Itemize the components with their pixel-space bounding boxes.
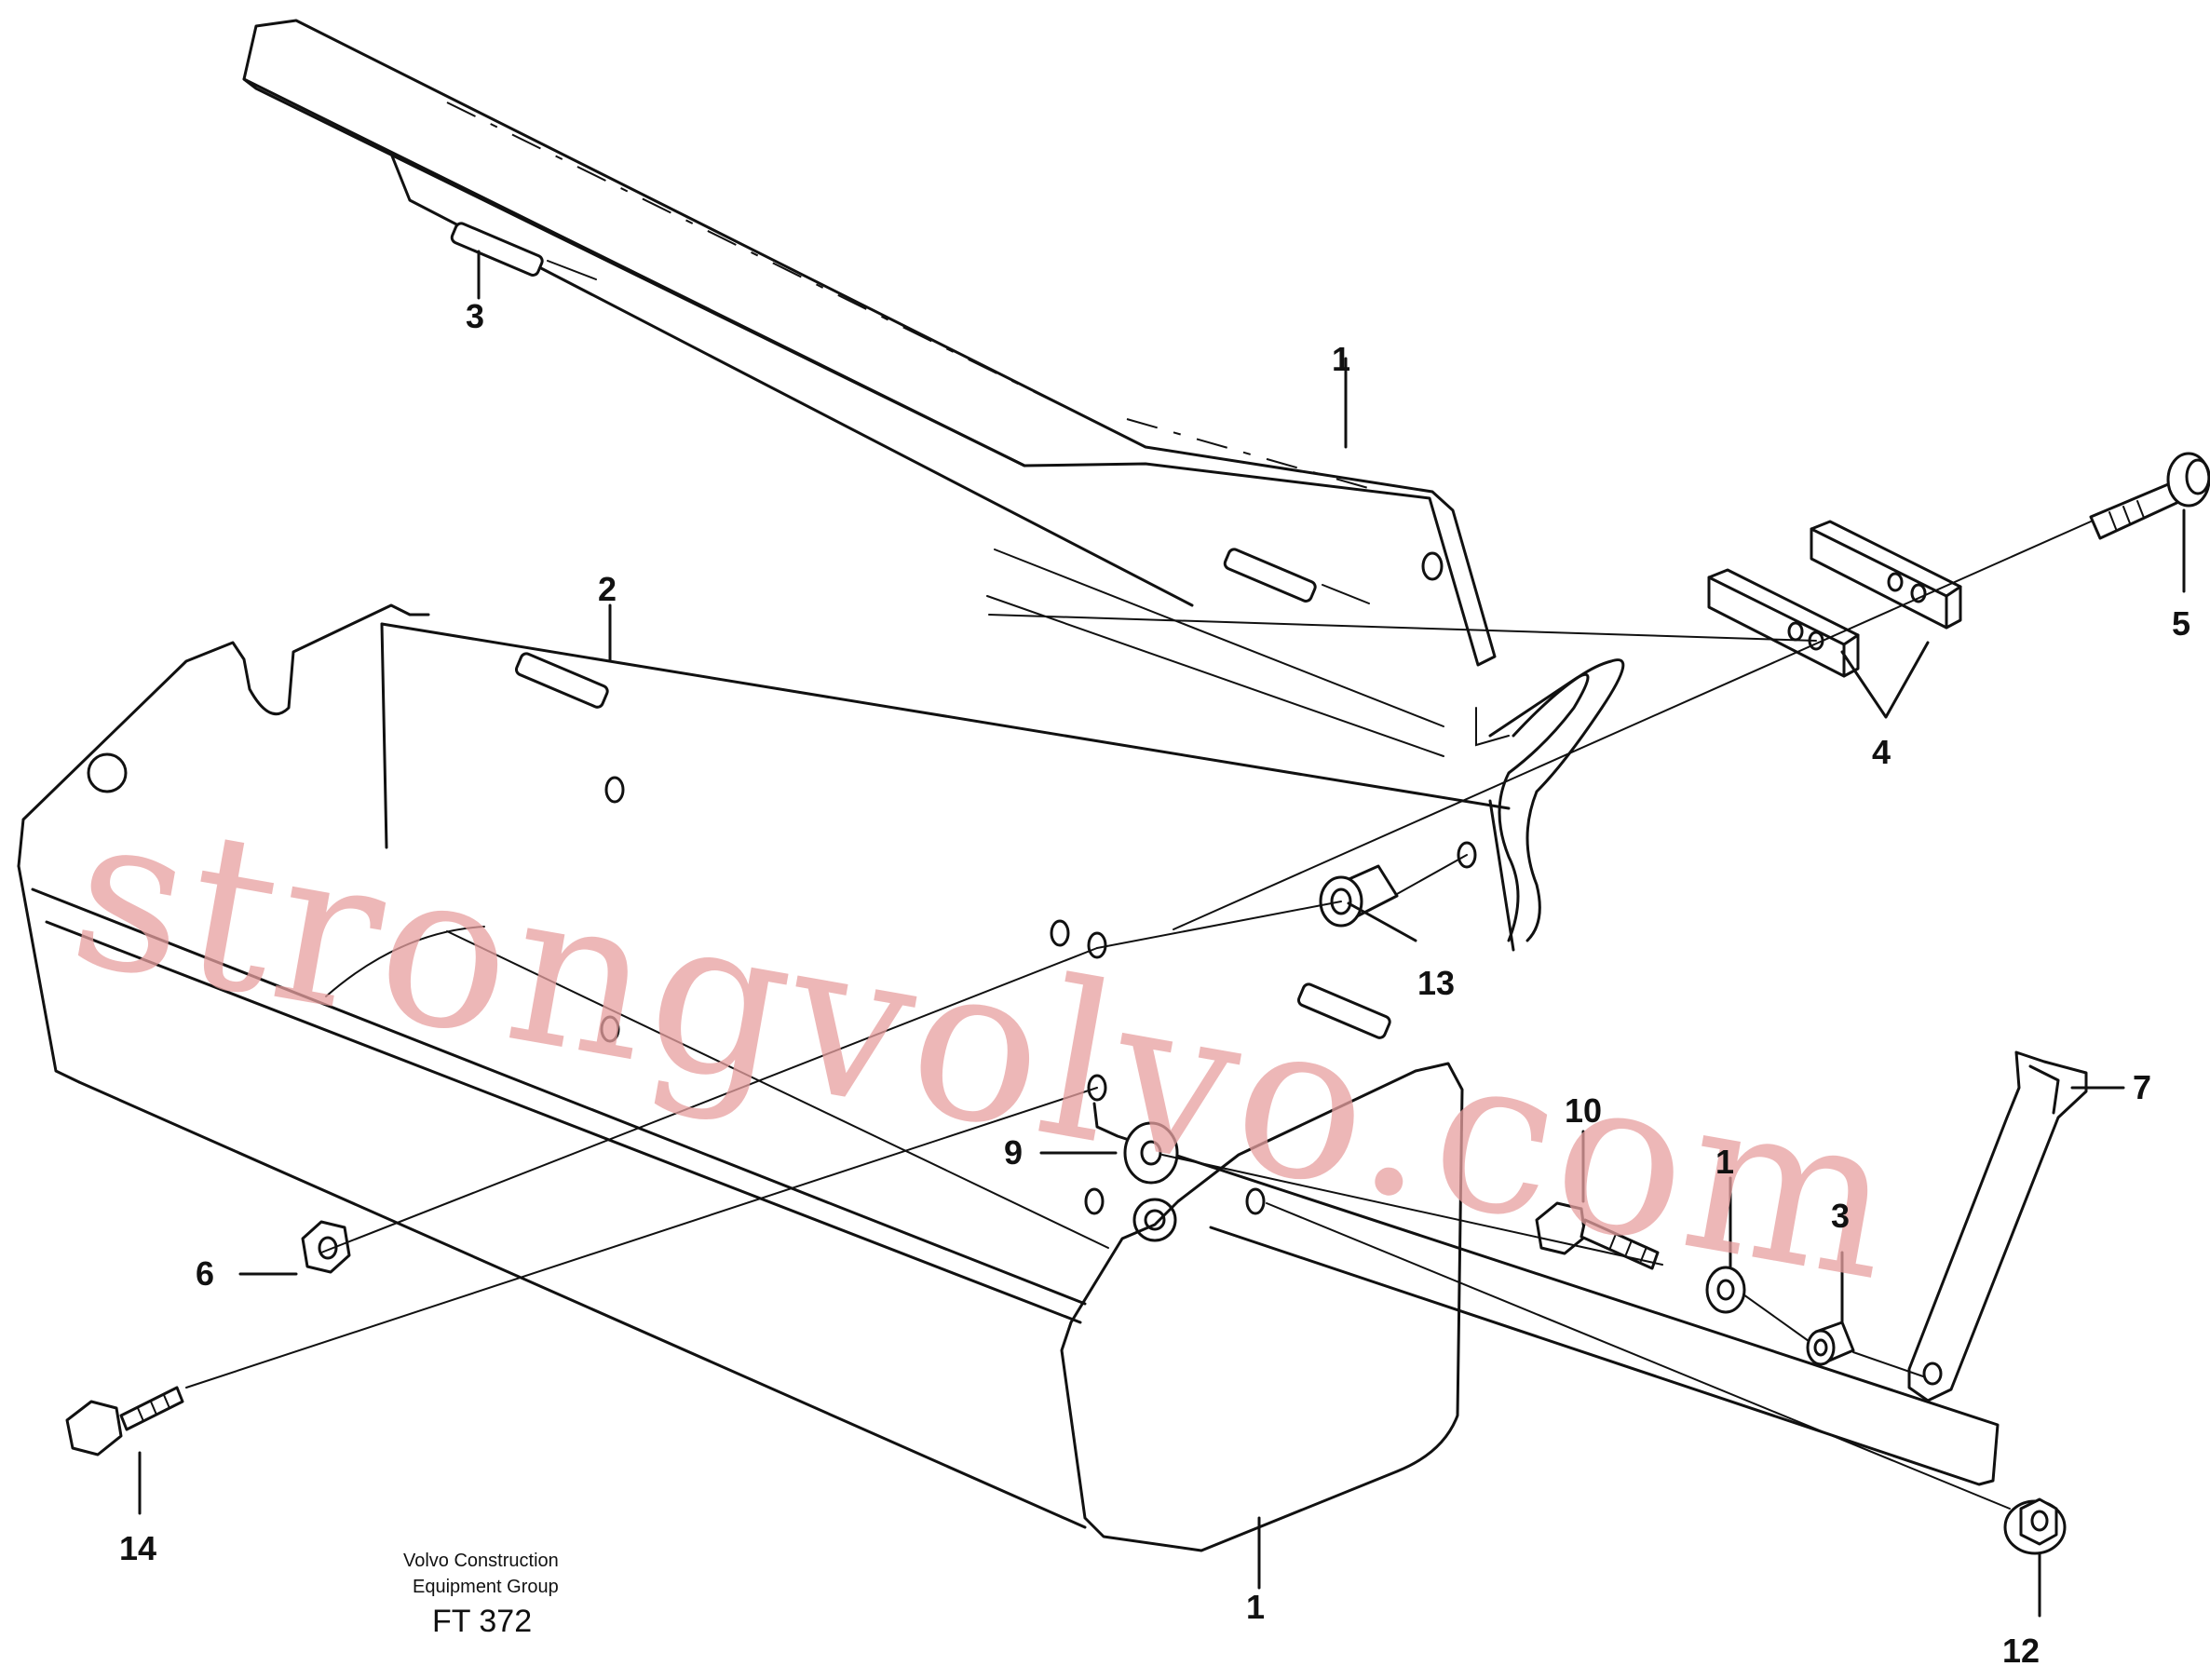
nut (301, 1220, 351, 1274)
callout-nut: 6 (196, 1254, 214, 1293)
callout-bushing: 3 (1831, 1197, 1850, 1235)
callout-lid: 1 (1332, 340, 1350, 378)
arm (1907, 1050, 2088, 1402)
leader-lines (138, 250, 2186, 1618)
bolt-left (65, 1386, 184, 1456)
lid-panel (242, 19, 1497, 667)
bolt-mid (1535, 1201, 1660, 1270)
callout-bracket: 4 (1872, 733, 1891, 771)
figure-code: FT 372 (432, 1604, 532, 1639)
bushing (1806, 1321, 1855, 1366)
credit-line1: Volvo Construction (403, 1551, 559, 1571)
callout-spacer: 13 (1417, 964, 1455, 1002)
callout-bolt-right: 5 (2172, 604, 2190, 643)
flange-nut (2003, 1497, 2067, 1555)
callout-washer: 9 (1004, 1133, 1023, 1172)
callout-bolt-left: 14 (119, 1529, 156, 1567)
callout-arm: 7 (2133, 1068, 2151, 1106)
spacer (1319, 864, 1399, 928)
tray-box (17, 603, 2000, 1552)
credit-block: Volvo Construction Equipment Group FT 37… (403, 1551, 559, 1639)
washer-right (1705, 1266, 1746, 1314)
bracket-pair (1707, 520, 1962, 678)
washer (1123, 1121, 1179, 1185)
callout-washer-right: 1 (1715, 1143, 1734, 1181)
credit-line2: Equipment Group (413, 1577, 559, 1597)
callout-flange-nut: 12 (2002, 1632, 2040, 1670)
callout-bolt-mid: 10 (1565, 1091, 1602, 1130)
callout-pin-top: 3 (466, 297, 484, 335)
break-lines (986, 549, 1625, 942)
bolt-right (2089, 452, 2210, 540)
callout-box: 1 (1246, 1588, 1265, 1626)
callout-labels: 1 1 2 3 3 1 4 5 6 7 9 10 12 13 14 (119, 297, 2190, 1670)
callout-hinge-top: 2 (598, 570, 617, 608)
assembly-lines (185, 521, 2092, 1510)
